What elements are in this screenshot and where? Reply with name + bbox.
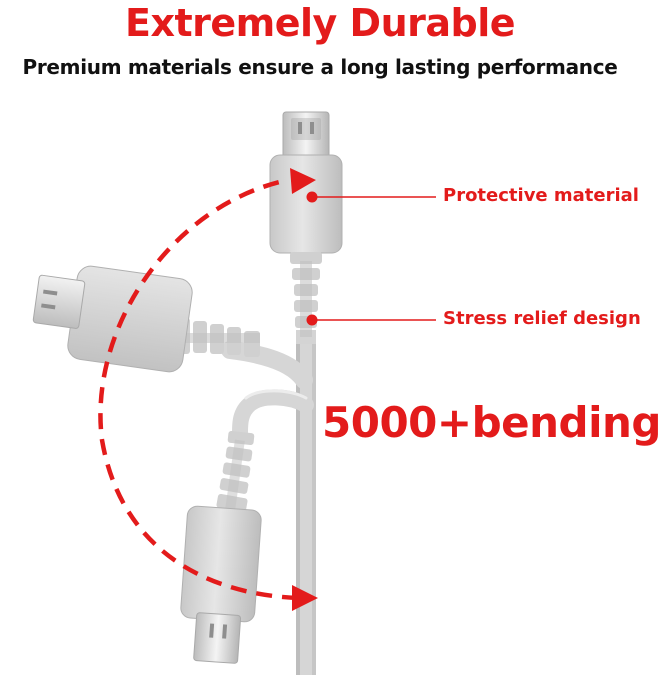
- callout-protective-material: Protective material: [443, 185, 639, 206]
- callout-stress-relief-design: Stress relief design: [443, 308, 641, 329]
- bottom-strain-relief: [216, 430, 255, 513]
- callout-stress-pointer: [306, 314, 436, 326]
- bottom-cable-highlight: [244, 389, 308, 400]
- arc-arrowhead-top: [290, 168, 316, 194]
- top-micro-usb-connector: [282, 111, 330, 161]
- top-strain-relief: [290, 252, 322, 344]
- main-cable: [296, 340, 316, 675]
- left-cable-segment: [221, 341, 313, 389]
- bottom-cable-arch: [232, 389, 314, 440]
- product-illustration: [32, 111, 436, 675]
- callout-protective-pointer: [306, 191, 436, 203]
- left-strain-relief: [176, 318, 260, 357]
- bottom-micro-usb-connector: [193, 612, 242, 664]
- subheadline: Premium materials ensure a long lasting …: [22, 55, 618, 79]
- bottom-plug-housing: [180, 505, 262, 623]
- headline: Extremely Durable: [124, 1, 516, 45]
- top-plug-housing: [269, 154, 343, 254]
- arc-arrowhead-bottom: [292, 585, 318, 611]
- left-micro-usb-connector: [32, 274, 86, 329]
- bending-count-label: 5000+bending: [322, 398, 661, 447]
- bending-arc-dashed: [98, 177, 299, 601]
- left-plug-housing: [67, 265, 193, 373]
